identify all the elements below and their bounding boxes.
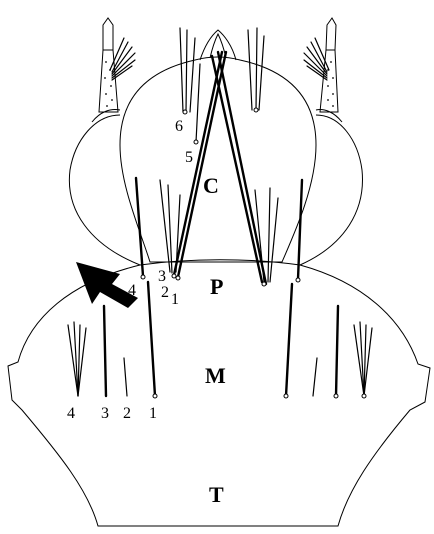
prothorax-seta-1: 1 — [171, 291, 179, 308]
label-metathorax: T — [209, 482, 224, 507]
head-setae — [180, 28, 264, 144]
left-antenna-base — [69, 115, 140, 265]
mesothorax-seta-2: 2 — [123, 405, 131, 422]
right-antenna — [304, 18, 338, 112]
prothorax-seta-3: 3 — [158, 268, 166, 285]
prothorax-seta-4: 4 — [128, 282, 136, 299]
mesothorax-seta-3: 3 — [101, 405, 109, 422]
mesothorax-seta-4: 4 — [67, 405, 75, 422]
left-antenna-joint — [92, 110, 120, 123]
label-mesothorax: M — [205, 363, 226, 388]
head-seta-6: 6 — [175, 118, 183, 135]
head-seta-5: 5 — [185, 149, 193, 166]
label-head: C — [203, 173, 219, 198]
label-prothorax: P — [210, 274, 223, 299]
mesothorax-seta-1: 1 — [149, 405, 157, 422]
prothorax-seta-2: 2 — [161, 284, 169, 301]
prothorax-setae — [136, 52, 302, 286]
left-antenna — [99, 18, 135, 112]
